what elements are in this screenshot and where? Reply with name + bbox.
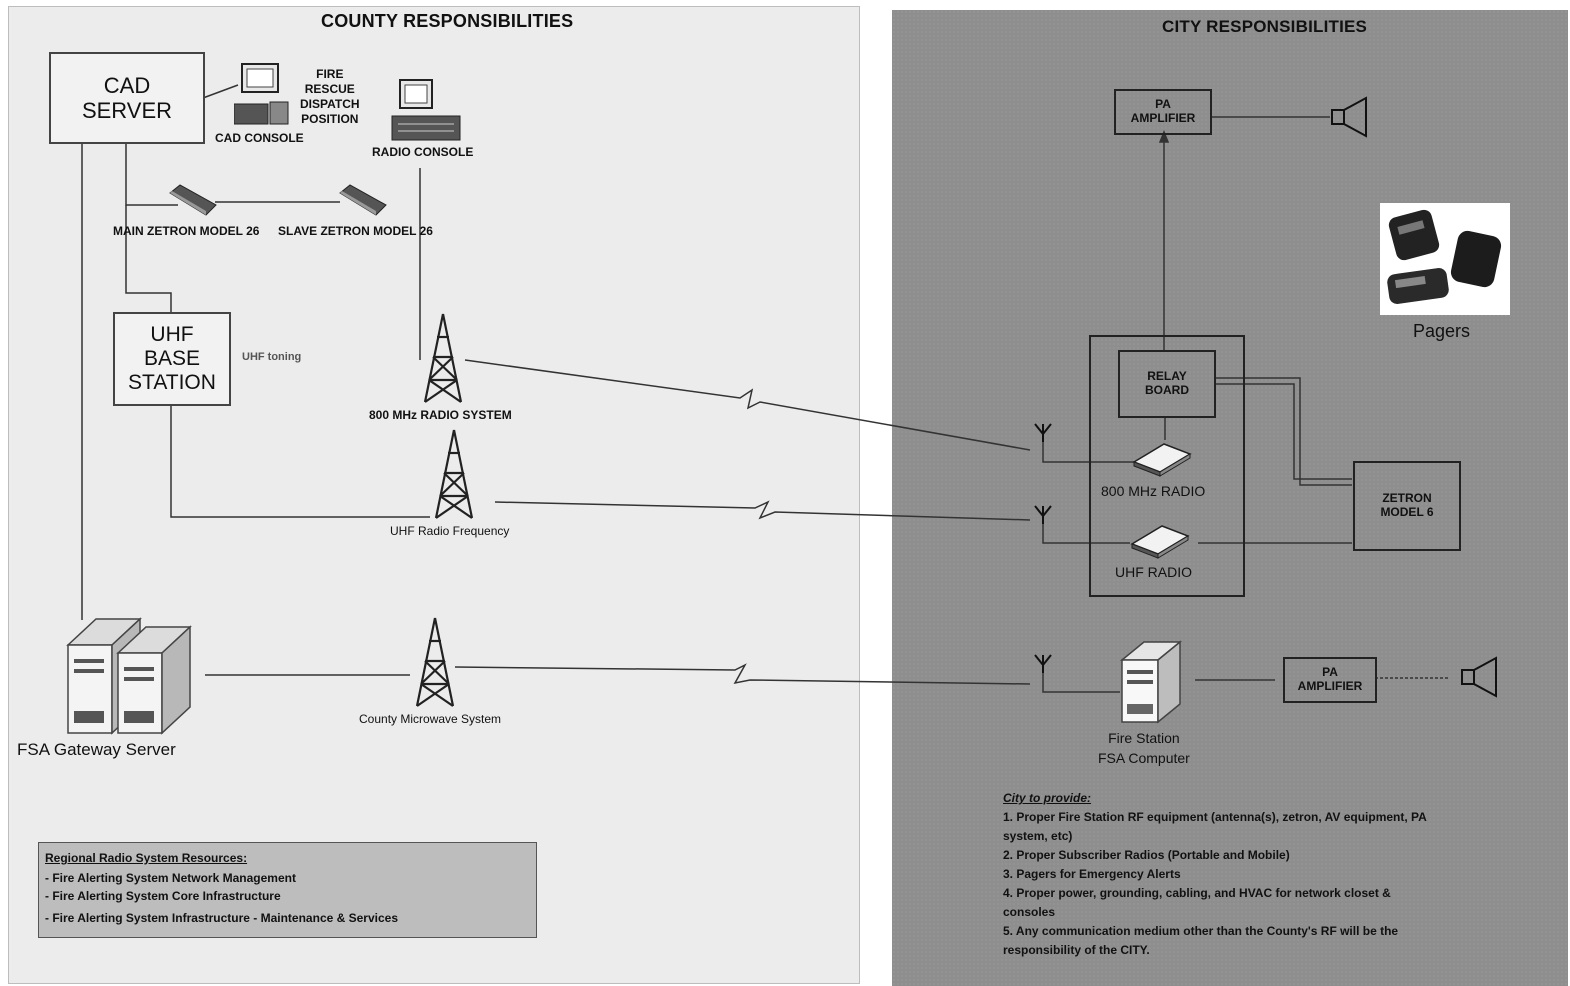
- pa-amplifier-top-box: PA AMPLIFIER: [1114, 89, 1212, 135]
- antenna-icon: [1034, 654, 1052, 673]
- radio-tower-icon: [423, 313, 463, 403]
- city-title: CITY RESPONSIBILITIES: [1162, 17, 1368, 36]
- cad-console-label: CAD CONSOLE: [215, 131, 304, 145]
- antenna-icon: [1034, 423, 1052, 442]
- uhf-toning-label: UHF toning: [242, 351, 302, 363]
- fire-station-label: Fire Station FSA Computer: [1098, 730, 1190, 766]
- server-icon: [66, 617, 192, 735]
- pagers-label: Pagers: [1413, 321, 1471, 341]
- radio-800-icon: [1132, 443, 1192, 477]
- fsa-gateway-label: FSA Gateway Server: [17, 740, 176, 759]
- provide-item: 3. Pagers for Emergency Alerts: [1003, 867, 1181, 881]
- slave-zetron-icon: [339, 184, 387, 216]
- speaker-icon: [1461, 656, 1497, 698]
- fire-rescue-label: FIRE RESCUE DISPATCH POSITION: [300, 67, 360, 126]
- provide-header: City to provide:: [1003, 791, 1092, 805]
- computer-icon: [234, 63, 289, 125]
- resource-item: - Fire Alerting System Core Infrastructu…: [45, 889, 281, 903]
- city-panel: [892, 10, 1568, 986]
- cad-server-box: CAD SERVER: [49, 52, 205, 144]
- pagers-photo: [1380, 203, 1510, 315]
- provide-item: 4. Proper power, grounding, cabling, and…: [1003, 886, 1391, 919]
- radio-console-label: RADIO CONSOLE: [372, 145, 474, 159]
- uhf-radio-label: UHF RADIO: [1115, 564, 1192, 580]
- city-provide-list: City to provide: 1. Proper Fire Station …: [1003, 789, 1443, 960]
- radio-enclosure: [1089, 335, 1245, 597]
- provide-item: 2. Proper Subscriber Radios (Portable an…: [1003, 848, 1290, 862]
- slave-zetron-label: SLAVE ZETRON MODEL 26: [278, 224, 433, 238]
- radio-800-label: 800 MHz RADIO SYSTEM: [369, 408, 512, 422]
- speaker-icon: [1331, 96, 1367, 138]
- resource-item: - Fire Alerting System Infrastructure - …: [45, 911, 398, 925]
- uhf-base-station-box: UHF BASE STATION: [113, 312, 231, 406]
- county-title: COUNTY RESPONSIBILITIES: [321, 11, 574, 31]
- zetron-model6-box: ZETRON MODEL 6: [1353, 461, 1461, 551]
- main-zetron-label: MAIN ZETRON MODEL 26: [113, 224, 260, 238]
- radio-800-city-label: 800 MHz RADIO: [1101, 483, 1206, 499]
- fsa-computer-icon: [1119, 640, 1183, 724]
- resources-header: Regional Radio System Resources:: [45, 851, 248, 865]
- provide-item: 1. Proper Fire Station RF equipment (ant…: [1003, 810, 1427, 843]
- antenna-icon: [1034, 505, 1052, 524]
- provide-item: 5. Any communication medium other than t…: [1003, 924, 1399, 957]
- resource-item: - Fire Alerting System Network Managemen…: [45, 871, 296, 885]
- relay-board-box: RELAY BOARD: [1118, 350, 1216, 418]
- microwave-tower-icon: [415, 617, 455, 707]
- radio-console-icon: [391, 79, 461, 141]
- uhf-frequency-label: UHF Radio Frequency: [390, 524, 510, 538]
- uhf-radio-icon: [1130, 525, 1190, 559]
- main-zetron-icon: [169, 184, 217, 216]
- radio-tower-icon: [434, 429, 474, 519]
- microwave-label: County Microwave System: [359, 712, 502, 726]
- regional-resources-box: Regional Radio System Resources: - Fire …: [38, 842, 537, 938]
- pa-amplifier-bottom-box: PA AMPLIFIER: [1283, 657, 1377, 703]
